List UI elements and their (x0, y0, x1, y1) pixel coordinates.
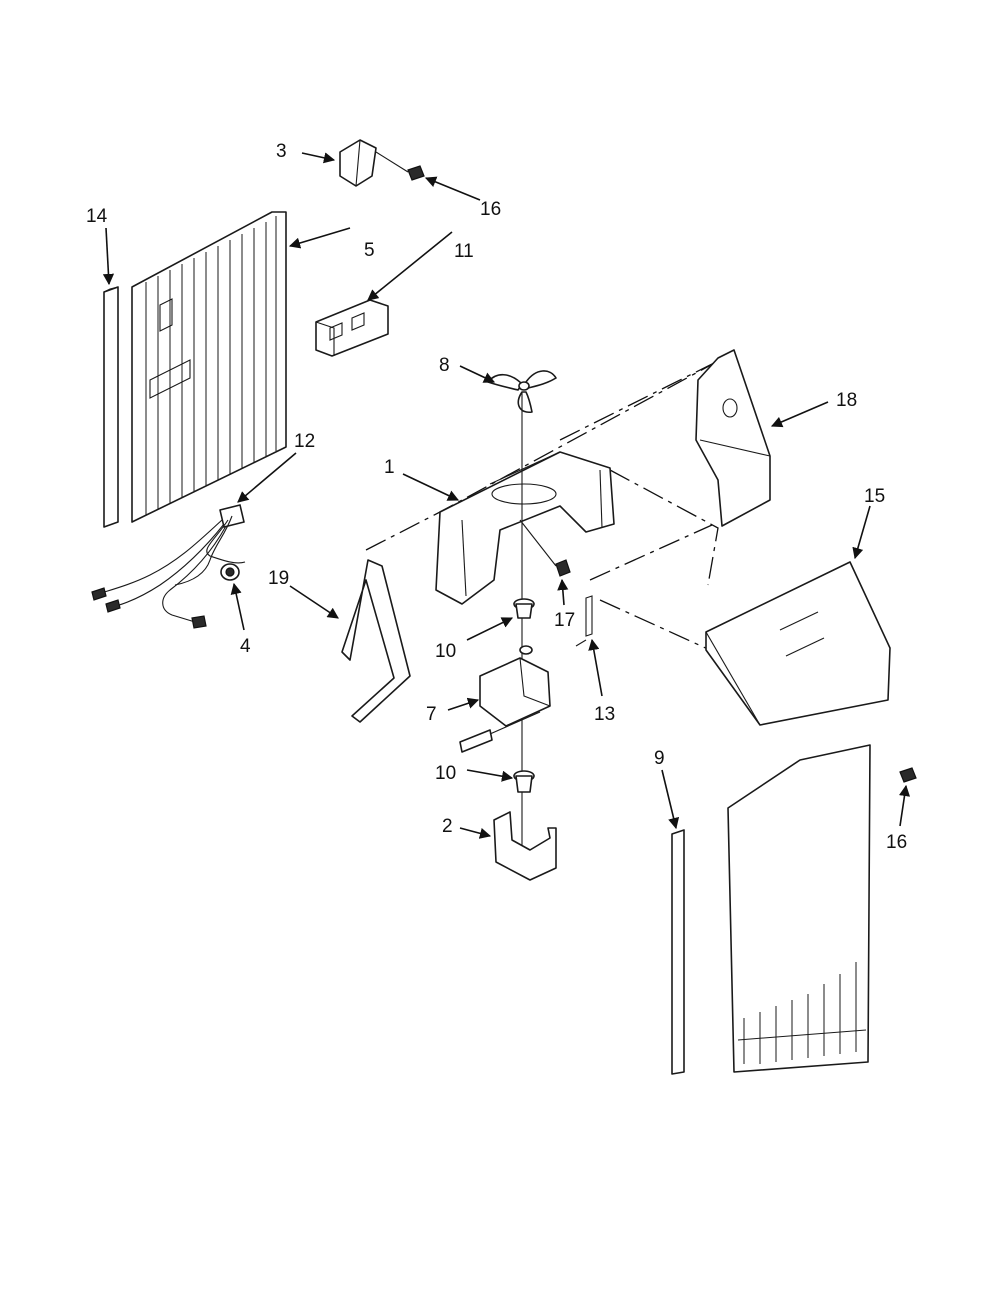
part-10-grommet-lower (513, 770, 535, 793)
callout-5: 5 (364, 240, 375, 261)
callout-8: 8 (439, 355, 450, 376)
part-1-fan-housing (435, 451, 615, 605)
callout-14: 14 (86, 206, 108, 227)
part-17-screw (519, 519, 571, 577)
callout-4: 4 (240, 636, 251, 657)
part-4-connector (220, 563, 240, 581)
part-14-foam-strip (103, 286, 119, 528)
callout-16-top: 16 (480, 199, 501, 220)
leader-arrows (102, 152, 911, 839)
callout-17: 17 (554, 610, 575, 631)
part-2-motor-bracket (493, 811, 557, 881)
part-5-rear-panel (131, 211, 287, 523)
part-15-cover (705, 561, 891, 726)
callout-7: 7 (426, 704, 437, 725)
part-12-wire-harness (91, 504, 246, 629)
callout-19: 19 (268, 568, 289, 589)
part-16-screw-right (899, 767, 917, 783)
part-18-side-bracket (695, 349, 771, 527)
callout-13: 13 (594, 704, 615, 725)
callout-18: 18 (836, 390, 857, 411)
part-19-left-bracket (341, 559, 411, 723)
part-10-grommet-upper (513, 598, 535, 619)
part-13-clip (575, 595, 593, 647)
callout-labels: 3 16 14 5 11 8 18 12 1 15 19 17 4 10 7 1… (86, 141, 907, 853)
part-3-bracket (339, 139, 377, 187)
part-16-screw-top (375, 151, 425, 181)
callout-10-upper: 10 (435, 641, 456, 662)
callout-16-right: 16 (886, 832, 907, 853)
callout-11: 11 (454, 241, 474, 262)
callout-3: 3 (276, 141, 287, 162)
callout-10-lower: 10 (435, 763, 456, 784)
callout-12: 12 (294, 431, 315, 452)
part-7-fan-motor (459, 645, 551, 753)
part-11-duct (315, 299, 389, 357)
rear-cover-panel (727, 744, 871, 1073)
callout-9: 9 (654, 748, 665, 769)
callout-1: 1 (384, 457, 395, 478)
callout-2: 2 (442, 816, 453, 837)
callout-15: 15 (864, 486, 885, 507)
part-9-foam-strip (671, 829, 685, 1075)
